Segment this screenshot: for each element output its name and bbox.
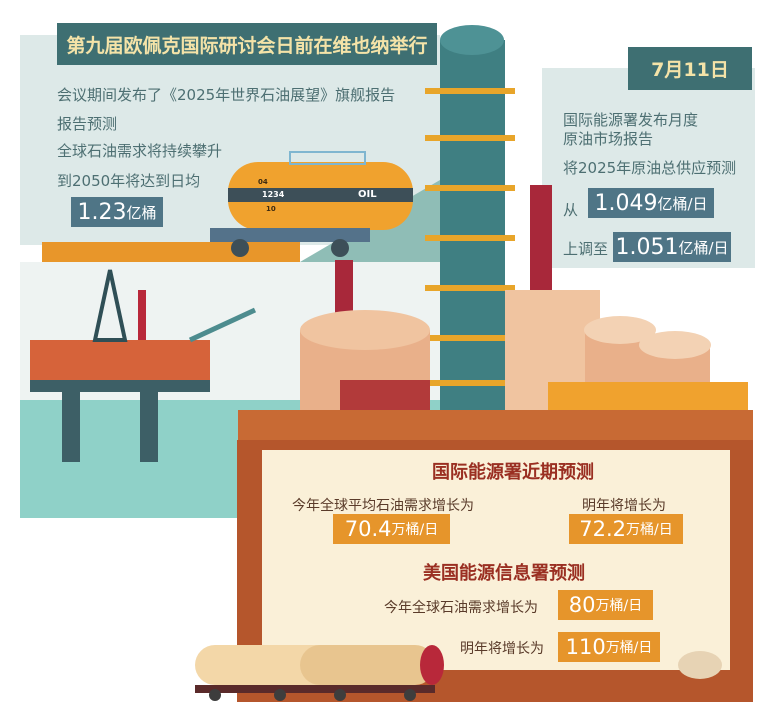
- value-unit: 万桶/日: [595, 598, 643, 614]
- report-line-1: 会议期间发布了《2025年世界石油展望》旗舰报告: [57, 86, 396, 104]
- iea-report-line-2: 原油市场报告: [563, 130, 654, 148]
- report-line-2: 报告预测: [57, 115, 118, 133]
- iea-report-line-3: 将2025年原油总供应预测: [563, 159, 737, 177]
- value-number: 80: [568, 593, 596, 617]
- oil-tank-car-icon: [210, 151, 413, 257]
- rock-icon: [678, 651, 722, 679]
- value-number: 1.23: [77, 199, 127, 225]
- iea-report-line-1: 国际能源署发布月度: [563, 111, 699, 129]
- value-unit: 万桶/日: [605, 640, 653, 656]
- distillation-tower-icon: [425, 25, 515, 440]
- value-number: 72.2: [579, 517, 627, 541]
- tank-code-3: 10: [266, 205, 276, 213]
- orange-strip: [42, 242, 300, 262]
- from-label: 从: [563, 201, 579, 219]
- date-badge: 7月11日: [628, 47, 752, 90]
- value-unit: 亿桶/日: [657, 194, 708, 213]
- value-unit: 万桶/日: [626, 522, 673, 538]
- to-label: 上调至: [563, 240, 609, 258]
- eia-heading: 美国能源信息署预测: [423, 563, 585, 584]
- left-panel-title: 第九届欧佩克国际研讨会日前在维也纳举行: [57, 23, 437, 65]
- report-line-3: 全球石油需求将持续攀升: [57, 142, 223, 160]
- iea-heading: 国际能源署近期预测: [432, 462, 594, 483]
- iea-next-year-label: 明年将增长为: [582, 498, 666, 514]
- value-number: 110: [565, 635, 606, 659]
- tank-label-oil: OIL: [358, 189, 377, 200]
- iea-this-year-label: 今年全球平均石油需求增长为: [292, 498, 474, 514]
- value-unit: 万桶/日: [391, 522, 439, 538]
- refinery-icon: [238, 185, 753, 440]
- tank-train-icon: [195, 645, 444, 701]
- report-line-4: 到2050年将达到日均: [57, 172, 201, 190]
- value-number: 1.049: [594, 190, 658, 216]
- value-unit: 亿桶: [126, 203, 157, 222]
- offshore-rig-icon: [30, 269, 257, 462]
- value-number: 1.051: [615, 234, 679, 260]
- value-number: 70.4: [344, 517, 392, 541]
- tank-code-2: 1234: [262, 190, 285, 199]
- value-unit: 亿桶/日: [678, 238, 729, 257]
- tank-code-1: 04: [258, 178, 268, 186]
- eia-next-year-label: 明年将增长为: [460, 641, 544, 657]
- eia-this-year-label: 今年全球石油需求增长为: [384, 600, 538, 616]
